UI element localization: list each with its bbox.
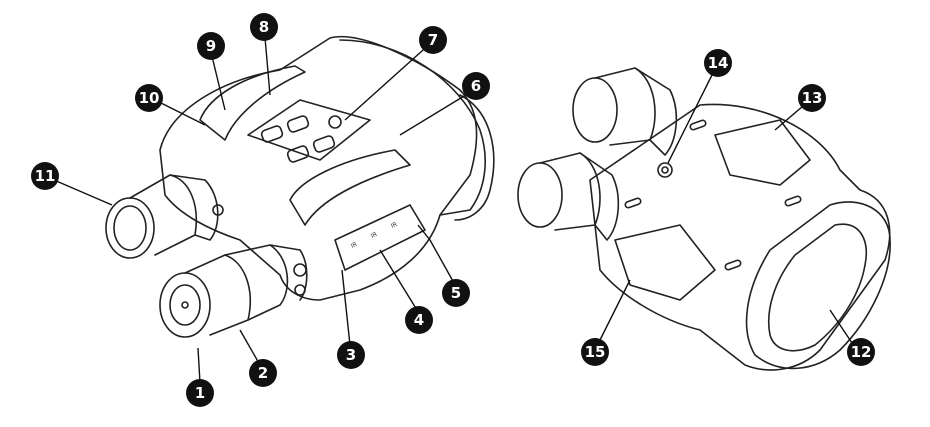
callout-1: 1 bbox=[186, 379, 214, 407]
control-buttons bbox=[260, 115, 342, 163]
callout-10-label: 10 bbox=[139, 89, 160, 107]
upper-objective bbox=[572, 67, 678, 156]
callout-6-label: 6 bbox=[471, 77, 481, 95]
side-panel bbox=[334, 204, 426, 271]
callout-3: 3 bbox=[337, 341, 365, 369]
callout-7-label: 7 bbox=[428, 31, 438, 49]
right-eyecup bbox=[745, 201, 891, 370]
callout-2: 2 bbox=[249, 359, 277, 387]
callout-9-label: 9 bbox=[206, 37, 216, 55]
eyepiece-assembly bbox=[105, 174, 224, 259]
callout-6: 6 bbox=[462, 72, 490, 100]
right-eyecup-inner bbox=[767, 223, 867, 352]
callout-8: 8 bbox=[250, 13, 278, 41]
callout-4-label: 4 bbox=[414, 311, 424, 329]
callout-11-label: 11 bbox=[35, 167, 56, 185]
battery-cover-bottom bbox=[614, 224, 716, 301]
leader-lines bbox=[53, 25, 859, 384]
callout-2-label: 2 bbox=[258, 364, 268, 382]
side-label-3: IR bbox=[390, 221, 398, 230]
side-label-2: IR bbox=[370, 231, 378, 240]
battery-cover-top bbox=[714, 119, 811, 186]
callout-13: 13 bbox=[798, 84, 826, 112]
front-lens-assembly bbox=[159, 244, 308, 338]
front-grip-pad bbox=[289, 149, 411, 226]
left-binoculars-drawing: IR IR IR bbox=[105, 36, 495, 338]
callout-14-label: 14 bbox=[708, 54, 729, 72]
callout-3-label: 3 bbox=[346, 346, 356, 364]
callout-7: 7 bbox=[419, 26, 447, 54]
callout-15: 15 bbox=[581, 338, 609, 366]
callout-13-label: 13 bbox=[802, 89, 823, 107]
control-panel bbox=[247, 99, 371, 161]
callout-4: 4 bbox=[405, 306, 433, 334]
left-body-outline bbox=[159, 36, 478, 301]
callout-12: 12 bbox=[847, 338, 875, 366]
callout-10: 10 bbox=[135, 84, 163, 112]
callout-5-label: 5 bbox=[451, 284, 461, 302]
left-eyecup-right bbox=[454, 94, 495, 221]
callout-1-label: 1 bbox=[195, 384, 205, 402]
top-grip-pad bbox=[199, 65, 306, 141]
callout-12-label: 12 bbox=[851, 343, 872, 361]
callout-8-label: 8 bbox=[259, 18, 269, 36]
callout-5: 5 bbox=[442, 279, 470, 307]
callout-9: 9 bbox=[197, 32, 225, 60]
callout-11: 11 bbox=[31, 162, 59, 190]
side-label-1: IR bbox=[350, 241, 358, 250]
callout-15-label: 15 bbox=[585, 343, 606, 361]
callout-14: 14 bbox=[704, 49, 732, 77]
lower-objective bbox=[517, 152, 620, 241]
right-body-outline bbox=[589, 103, 891, 371]
tripod-socket bbox=[657, 162, 673, 178]
left-rear-housing bbox=[339, 39, 486, 216]
right-binoculars-drawing bbox=[517, 67, 891, 371]
